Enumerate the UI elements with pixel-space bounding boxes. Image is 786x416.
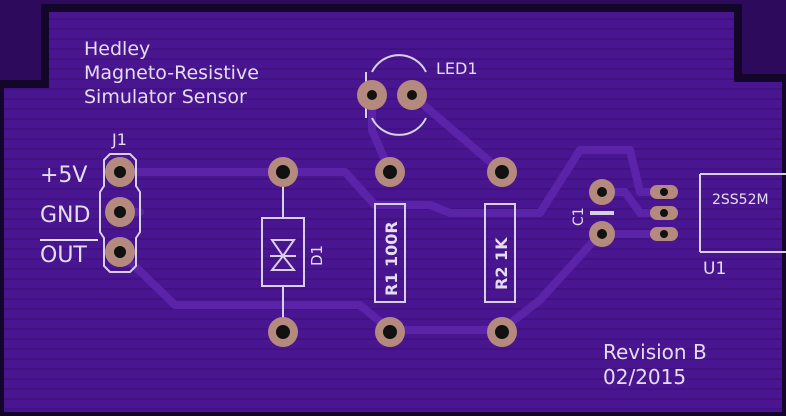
date-label: 02/2015: [603, 365, 686, 389]
pads: [105, 80, 678, 347]
header-pin-label-3: OUT: [40, 243, 87, 268]
r1-body: [374, 203, 406, 303]
silkscreen: [99, 54, 786, 318]
sensor-part-label: 2SS52M: [712, 192, 769, 208]
header-pin-label-2: GND: [40, 203, 90, 228]
r2-body: [484, 203, 516, 303]
led-ref-label: LED1: [436, 59, 478, 78]
diode-ref-label: D1: [308, 245, 326, 266]
board-outline: [0, 4, 786, 416]
r2-label: R2 1K: [492, 237, 511, 290]
sensor-ref-label: U1: [703, 259, 726, 279]
header-outline: [99, 153, 141, 273]
board-title-line-3: Simulator Sensor: [84, 86, 247, 108]
r1-label: R1 100R: [382, 221, 401, 296]
board-title-line-1: Hedley: [84, 38, 150, 60]
led-outline-bottom: [371, 117, 427, 136]
header-pin-label-1: +5V: [40, 163, 87, 188]
revision-label: Revision B: [603, 340, 707, 364]
led-outline-top: [371, 54, 427, 73]
board-title-line-2: Magneto-Resistive: [84, 62, 259, 84]
cap-ref-label: C1: [571, 207, 587, 226]
header-ref-label: J1: [111, 130, 127, 149]
